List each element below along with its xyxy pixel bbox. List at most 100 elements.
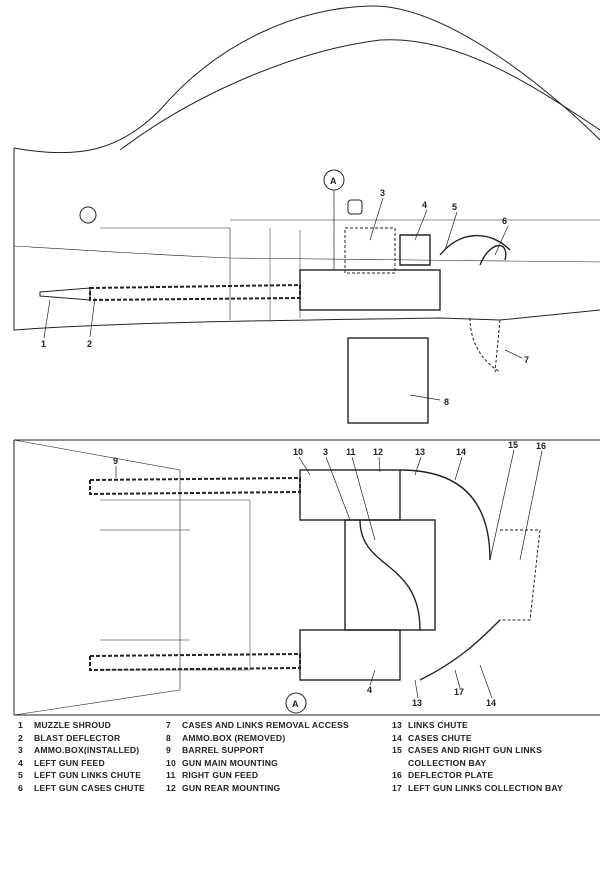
roundel <box>79 206 97 224</box>
legend-number: 10 <box>166 757 176 768</box>
legend-item: 8 AMMO.BOX (REMOVED) <box>166 733 349 746</box>
legend-number: 2 <box>18 732 23 743</box>
legend-item: 11 RIGHT GUN FEED <box>166 770 349 783</box>
callout-5: 5 <box>452 202 457 212</box>
feed-chute <box>399 234 511 266</box>
left-gun-barrel <box>89 652 301 672</box>
callout-2: 2 <box>87 339 92 349</box>
legend-item: 1 MUZZLE SHROUD <box>18 720 145 733</box>
right-gun-barrel <box>89 476 301 496</box>
callout-13b: 13 <box>412 698 422 708</box>
callout-4b: 4 <box>367 685 372 695</box>
legend-item: 16 DEFLECTOR PLATE <box>392 770 563 783</box>
callout-13: 13 <box>415 447 425 457</box>
legend-item: 2 BLAST DEFLECTOR <box>18 733 145 746</box>
legend-number: 4 <box>18 757 23 768</box>
legend-number: 14 <box>392 732 402 743</box>
callout-1: 1 <box>41 339 46 349</box>
callout-16: 16 <box>536 441 546 451</box>
legend-item: 3 AMMO.BOX(INSTALLED) <box>18 745 145 758</box>
legend-number: 15 <box>392 745 402 755</box>
chutes-plan <box>399 469 501 681</box>
legend-item: 14 CASES CHUTE <box>392 733 563 746</box>
legend-text: COLLECTION BAY <box>408 757 487 768</box>
access-panel <box>347 199 363 215</box>
legend-text: LEFT GUN LINKS COLLECTION BAY <box>408 782 563 793</box>
legend-item: 4 LEFT GUN FEED <box>18 758 145 771</box>
legend-number: 1 <box>18 720 23 730</box>
ammo-box-plan <box>344 519 436 631</box>
legend-text: CASES CHUTE <box>408 732 472 743</box>
legend-number: 5 <box>18 770 23 780</box>
legend-text: GUN REAR MOUNTING <box>182 782 281 793</box>
callout-14b: 14 <box>486 698 496 708</box>
legend-item-continuation: COLLECTION BAY <box>392 758 563 771</box>
legend-column-3: 13 LINKS CHUTE 14 CASES CHUTE 15 CASES AND … <box>392 720 563 795</box>
legend-item: 10 GUN MAIN MOUNTING <box>166 758 349 771</box>
fuselage-plan-outline <box>13 439 600 716</box>
legend-item: 17 LEFT GUN LINKS COLLECTION BAY <box>392 783 563 796</box>
callout-3: 3 <box>380 188 385 198</box>
legend-text: AMMO.BOX(INSTALLED) <box>34 745 140 755</box>
legend-text: BARREL SUPPORT <box>182 745 265 755</box>
legend-item: 6 LEFT GUN CASES CHUTE <box>18 783 145 796</box>
legend-text: DEFLECTOR PLATE <box>408 770 494 780</box>
fuselage-outline <box>13 5 600 154</box>
callout-4: 4 <box>422 200 427 210</box>
legend-column-1: 1 MUZZLE SHROUD 2 BLAST DEFLECTOR 3 AMMO.BO… <box>18 720 145 795</box>
callout-10: 10 <box>293 447 303 457</box>
callout-14: 14 <box>456 447 466 457</box>
gun-breech <box>299 269 441 311</box>
legend-text: LEFT GUN FEED <box>34 757 105 768</box>
legend-number: 17 <box>392 782 402 793</box>
legend-item: 13 LINKS CHUTE <box>392 720 563 733</box>
legend-number: 6 <box>18 782 23 793</box>
callout-labels: A 3 4 5 6 1 2 7 8 9 10 3 11 12 13 14 15 … <box>41 176 546 709</box>
callout-17: 17 <box>454 687 464 697</box>
legend-text: GUN MAIN MOUNTING <box>182 757 279 768</box>
callout-a-bottom: A <box>292 699 299 709</box>
callout-a: A <box>330 176 337 186</box>
legend-text: BLAST DEFLECTOR <box>34 732 121 743</box>
legend-number: 13 <box>392 720 402 730</box>
callout-6: 6 <box>502 216 507 226</box>
deflector-plate <box>500 529 541 621</box>
legend-text: CASES AND RIGHT GUN LINKS <box>408 745 543 755</box>
callout-9: 9 <box>113 456 118 466</box>
legend-number: 11 <box>166 770 176 780</box>
legend-item: 12 GUN REAR MOUNTING <box>166 783 349 796</box>
callout-7: 7 <box>524 355 529 365</box>
callout-12: 12 <box>373 447 383 457</box>
callout-3b: 3 <box>323 447 328 457</box>
canopy-line <box>119 39 600 151</box>
legend-number: 9 <box>166 745 171 755</box>
legend-text: AMMO.BOX (REMOVED) <box>182 732 286 743</box>
side-view <box>13 5 600 424</box>
callout-8: 8 <box>444 397 449 407</box>
legend-text: MUZZLE SHROUD <box>34 720 112 730</box>
legend-item: 9 BARREL SUPPORT <box>166 745 349 758</box>
legend-text: LEFT GUN CASES CHUTE <box>34 782 145 793</box>
legend-item: 15 CASES AND RIGHT GUN LINKS <box>392 745 563 758</box>
legend-text: CASES AND LINKS REMOVAL ACCESS <box>182 720 349 730</box>
ammo-box-installed <box>344 227 396 274</box>
legend-number: 8 <box>166 732 171 743</box>
plan-view <box>13 439 600 716</box>
callout-11: 11 <box>346 447 356 457</box>
gun-barrel <box>89 283 301 302</box>
callout-15: 15 <box>508 440 518 450</box>
legend-number: 7 <box>166 720 171 730</box>
legend-number: 16 <box>392 770 402 780</box>
ammo-box-removed <box>347 337 429 424</box>
legend-text: LINKS CHUTE <box>408 720 468 730</box>
cases-chute <box>479 244 507 266</box>
removal-access-door <box>469 317 501 373</box>
legend-number: 3 <box>18 745 23 755</box>
feed-s-curve <box>359 519 421 631</box>
view-a-marker-bottom <box>285 692 307 714</box>
legend-column-2: 7 CASES AND LINKS REMOVAL ACCESS 8 AMMO.BO… <box>166 720 349 795</box>
legend-text: RIGHT GUN FEED <box>182 770 259 780</box>
legend-number: 12 <box>166 782 176 793</box>
